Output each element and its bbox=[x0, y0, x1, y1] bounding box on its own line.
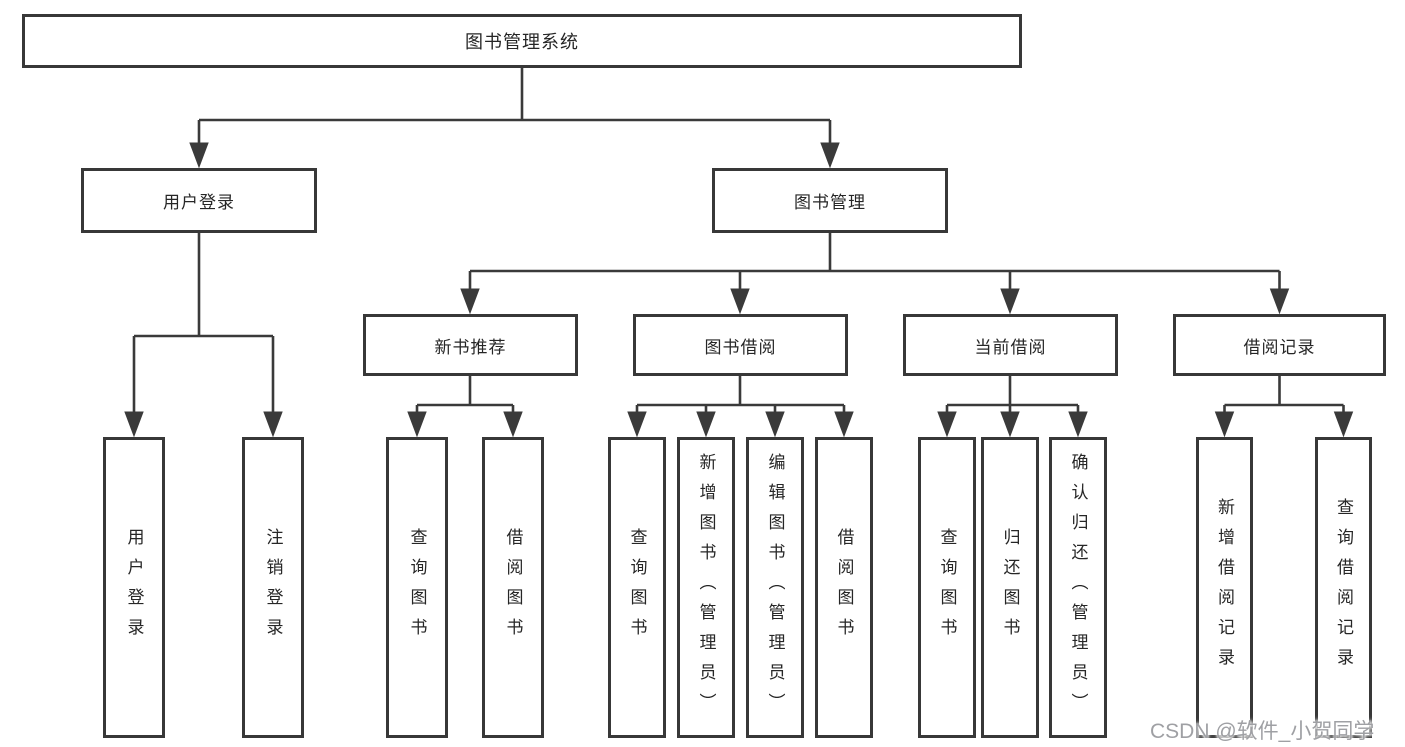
leaf-newrec-query-books: 查询图书 bbox=[386, 437, 448, 738]
node-label: 借阅图书 bbox=[834, 527, 854, 648]
node-label: 编辑图书（管理员） bbox=[765, 452, 785, 723]
node-label: 查询图书 bbox=[627, 527, 647, 648]
arrowhead bbox=[696, 411, 716, 438]
node-new-book-recommend: 新书推荐 bbox=[363, 314, 578, 376]
arrowhead bbox=[263, 411, 283, 438]
node-label: 新书推荐 bbox=[434, 337, 507, 357]
node-label: 新增图书（管理员） bbox=[696, 452, 716, 723]
node-label: 用户登录 bbox=[124, 527, 144, 648]
arrowhead bbox=[407, 411, 427, 438]
node-book-management: 图书管理 bbox=[712, 168, 948, 233]
arrowhead bbox=[1214, 411, 1235, 438]
leaf-borrow-add-books-admin: 新增图书（管理员） bbox=[677, 437, 735, 738]
node-library-management-system: 图书管理系统 bbox=[22, 14, 1022, 68]
leaf-records-query-record: 查询借阅记录 bbox=[1315, 437, 1372, 738]
arrowhead bbox=[627, 411, 647, 438]
arrowhead bbox=[503, 411, 523, 438]
edge-current-borrow-children bbox=[945, 376, 1080, 414]
edge-new-rec-children bbox=[415, 376, 515, 414]
node-label: 借阅记录 bbox=[1243, 337, 1316, 357]
arrowhead bbox=[1068, 411, 1088, 438]
edge-book-borrow-children bbox=[635, 376, 846, 414]
arrowhead bbox=[189, 142, 209, 169]
node-label: 查询图书 bbox=[937, 527, 957, 648]
arrowhead bbox=[730, 288, 750, 315]
node-label: 查询借阅记录 bbox=[1334, 497, 1353, 678]
leaf-current-return-books: 归还图书 bbox=[981, 437, 1039, 738]
arrowhead bbox=[124, 411, 144, 438]
leaf-borrow-borrow-books: 借阅图书 bbox=[815, 437, 873, 738]
leaf-current-query-books: 查询图书 bbox=[918, 437, 976, 738]
arrowhead bbox=[1000, 288, 1020, 315]
arrowhead bbox=[1269, 288, 1290, 315]
arrowhead bbox=[1000, 411, 1020, 438]
node-label: 查询图书 bbox=[407, 527, 427, 648]
edge-borrow-records-children bbox=[1223, 376, 1345, 414]
node-label: 注销登录 bbox=[263, 527, 283, 648]
node-label: 借阅图书 bbox=[503, 527, 523, 648]
leaf-current-confirm-return-admin: 确认归还（管理员） bbox=[1049, 437, 1107, 738]
leaf-logout: 注销登录 bbox=[242, 437, 304, 738]
node-user-login: 用户登录 bbox=[81, 168, 317, 233]
node-label: 用户登录 bbox=[163, 193, 235, 212]
edge-book-mgmt-children bbox=[468, 233, 1281, 292]
node-book-borrow: 图书借阅 bbox=[633, 314, 848, 376]
node-label: 当前借阅 bbox=[974, 337, 1047, 357]
leaf-borrow-edit-books-admin: 编辑图书（管理员） bbox=[746, 437, 804, 738]
node-label: 确认归还（管理员） bbox=[1068, 452, 1088, 723]
node-label: 归还图书 bbox=[1000, 527, 1020, 648]
arrowhead bbox=[1333, 411, 1354, 438]
edge-user-login-children bbox=[132, 233, 275, 418]
leaf-newrec-borrow-books: 借阅图书 bbox=[482, 437, 544, 738]
node-label: 图书借阅 bbox=[704, 337, 777, 357]
node-borrow-records: 借阅记录 bbox=[1173, 314, 1386, 376]
arrowhead bbox=[460, 288, 480, 315]
node-label: 图书管理系统 bbox=[465, 32, 579, 52]
edge-root-to-level2 bbox=[197, 68, 832, 146]
node-current-borrow: 当前借阅 bbox=[903, 314, 1118, 376]
leaf-user-login: 用户登录 bbox=[103, 437, 165, 738]
node-label: 新增借阅记录 bbox=[1215, 497, 1234, 678]
arrowhead bbox=[820, 142, 840, 169]
arrowhead bbox=[937, 411, 957, 438]
arrowhead bbox=[765, 411, 785, 438]
leaf-records-add-record: 新增借阅记录 bbox=[1196, 437, 1253, 738]
arrowhead bbox=[834, 411, 854, 438]
leaf-borrow-query-books: 查询图书 bbox=[608, 437, 666, 738]
csdn-watermark: CSDN @软件_小贺同学 bbox=[1150, 720, 1375, 743]
node-label: 图书管理 bbox=[794, 193, 866, 212]
